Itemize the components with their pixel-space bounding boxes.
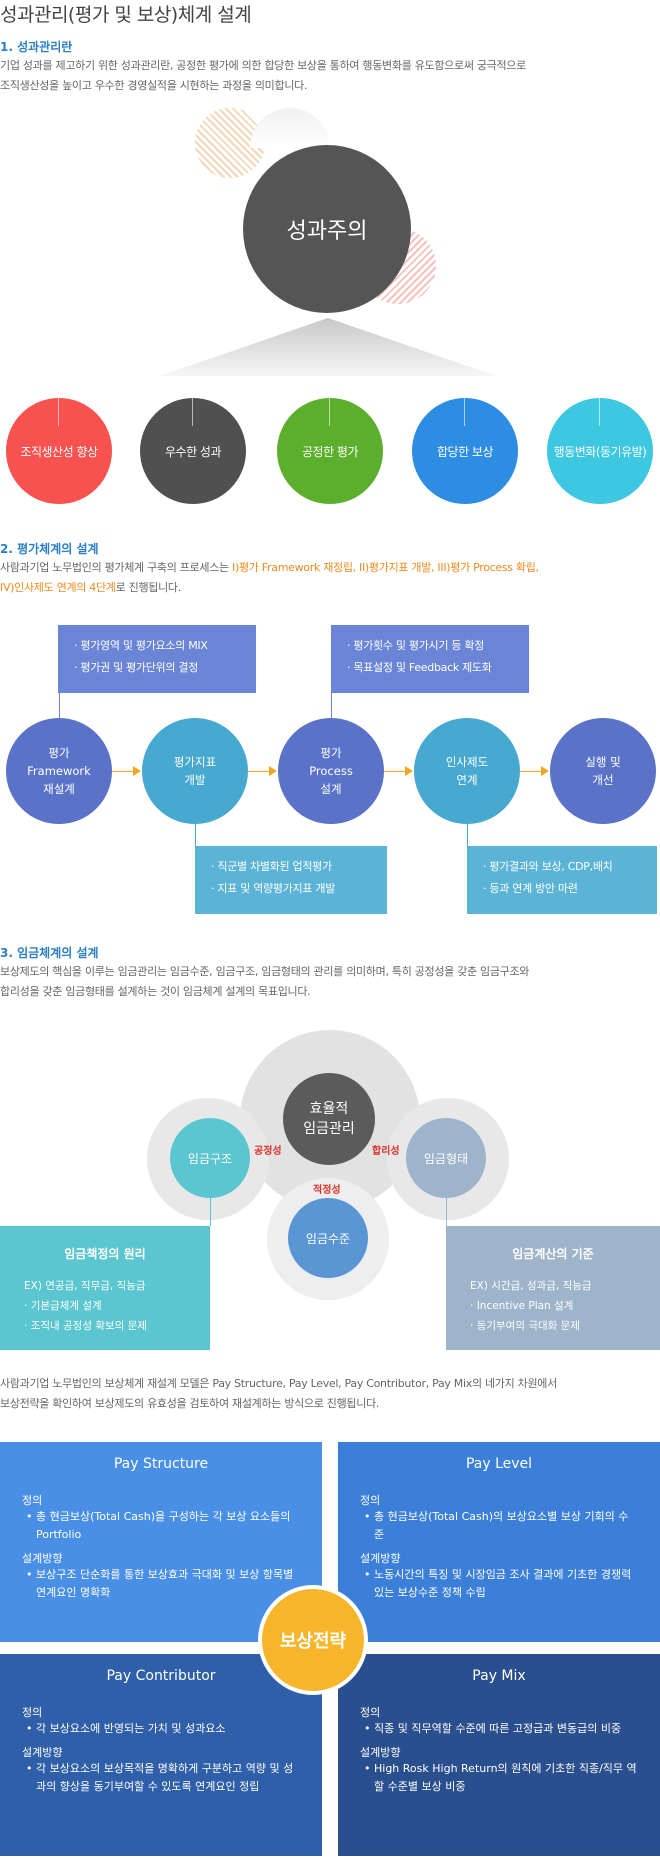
tag-rationality: 합리성 xyxy=(372,1146,400,1157)
wage-principle-example: EX) 연공급, 직무급, 직능급 xyxy=(24,1280,146,1292)
section2-desc-highlight2: IV)인사제도 연계의 4단계 xyxy=(0,581,116,594)
section4-desc: 사람과기업 노무법인의 보상체계 재설계 모델은 Pay Structure, … xyxy=(0,1374,660,1414)
connector-line xyxy=(59,693,60,721)
process-box-process: 평가횟수 및 평가시기 등 확정목표설정 및 Feedback 제도화 xyxy=(331,625,529,693)
page-title: 성과관리(평가 및 보상)체계 설계 xyxy=(0,4,252,26)
process-step-framework: 평가 Framework 재설계 xyxy=(6,718,112,824)
circle-guide-line xyxy=(464,392,465,426)
wage-principle-box: 임금책정의 원리 EX) 연공급, 직무급, 직능급 · 기본급체계 설계 · … xyxy=(0,1226,210,1350)
pay-mix-definition: 직종 및 직무역할 수준에 따른 고정급과 변동급의 비중 xyxy=(360,1720,638,1738)
section2-desc-prefix: 사람과기업 노무법인의 평가체계 구축의 프로세스는 xyxy=(0,561,233,574)
wage-calculation-example: EX) 시간급, 성과급, 직능급 xyxy=(470,1280,592,1292)
process-box-indicator: 직군별 차별화된 업적평가지표 및 역량평가지표 개발 xyxy=(195,846,387,914)
value-circle-fair-evaluation: 공정한 평가 xyxy=(277,392,383,504)
wage-calculation-item: · Incentive Plan 설계 xyxy=(470,1300,574,1312)
connector-line xyxy=(210,1198,211,1226)
pay-contributor-title: Pay Contributor xyxy=(106,1668,216,1684)
section3-title: 3. 임금체계의 설계 xyxy=(0,946,99,960)
pay-structure-title: Pay Structure xyxy=(113,1456,209,1472)
wage-principle-item: · 조직내 공정성 확보의 문제 xyxy=(24,1320,147,1332)
section3-desc-line1: 보상제도의 핵심을 이루는 임금관리는 임금수준, 임금구조, 임금형태의 관리… xyxy=(0,965,530,978)
process-arrow-icon xyxy=(269,766,277,776)
direction-label: 설계방향 xyxy=(22,1552,63,1565)
process-arrow-icon xyxy=(133,766,141,776)
connector-line xyxy=(331,693,332,721)
section2-desc: 사람과기업 노무법인의 평가체계 구축의 프로세스는 I)평가 Framewor… xyxy=(0,558,660,598)
wage-level-circle: 임금수준 xyxy=(288,1198,368,1278)
connector-line xyxy=(446,1198,447,1226)
pay-mix-direction: High Rosk High Return의 원칙에 기초한 직종/직무 역할 … xyxy=(360,1760,638,1796)
process-step-implementation: 실행 및 개선 xyxy=(550,718,656,824)
reward-strategy-circle: 보상전략 xyxy=(258,1585,368,1695)
value-circle-appropriate-reward: 합당한 보상 xyxy=(412,392,518,504)
process-step-indicator: 평가지표 개발 xyxy=(142,718,248,824)
wage-structure-circle: 임금구조 xyxy=(170,1118,250,1198)
pay-structure-box: Pay Structure 정의 총 현금보상(Total Cash)을 구성하… xyxy=(0,1442,322,1642)
circle-guide-line xyxy=(329,392,330,426)
value-circle-excellent-performance: 우수한 성과 xyxy=(140,392,246,504)
process-arrow-icon xyxy=(541,766,549,776)
section3-desc: 보상제도의 핵심을 이루는 임금관리는 임금수준, 임금구조, 임금형태의 관리… xyxy=(0,962,660,1002)
section2-desc-highlight1: I)평가 Framework 재정립, II)평가지표 개발, III)평가 P… xyxy=(232,561,539,574)
direction-label: 설계방향 xyxy=(360,1746,401,1759)
circle-guide-line xyxy=(599,392,600,426)
tag-adequacy: 적정성 xyxy=(313,1185,341,1196)
wage-form-circle: 임금형태 xyxy=(406,1118,486,1198)
connector-line xyxy=(467,824,468,846)
process-step-process: 평가 Process 설계 xyxy=(278,718,384,824)
process-box-hr-link: 평가결과와 보상, CDP,배치등과 연계 방안 마련 xyxy=(467,846,657,914)
value-circle-behavior-change: 행동변화(동기유발) xyxy=(547,392,653,504)
circle-guide-line xyxy=(58,392,59,426)
decor-shadow xyxy=(250,108,330,148)
pay-level-direction: 노동시간의 특징 및 시장임금 조사 결과에 기초한 경쟁력있는 보상수준 정책… xyxy=(360,1566,638,1602)
section1-desc: 기업 성과를 제고하기 위한 성과관리란, 공정한 평가에 의한 합당한 보상을… xyxy=(0,56,660,96)
wage-principle-item: · 기본급체계 설계 xyxy=(24,1300,102,1312)
pay-structure-direction: 보상구조 단순화를 통한 보상효과 극대화 및 보상 항목별 연계요인 명확화 xyxy=(22,1566,300,1602)
circle-guide-line xyxy=(192,392,193,426)
pay-structure-definition: 총 현금보상(Total Cash)을 구성하는 각 보상 요소들의 Portf… xyxy=(22,1508,300,1544)
pay-contributor-direction: 각 보상요소의 보상목적을 명확하게 구분하고 역량 및 성과의 향상을 동기부… xyxy=(22,1760,300,1796)
definition-label: 정의 xyxy=(360,1706,381,1719)
process-arrow-line xyxy=(520,771,542,772)
definition-label: 정의 xyxy=(22,1706,43,1719)
section4-desc-line2: 보상전략을 확인하여 보상제도의 유효성을 검토하여 재설계하는 방식으로 진행… xyxy=(0,1397,380,1410)
process-arrow-line xyxy=(248,771,270,772)
definition-label: 정의 xyxy=(360,1494,381,1507)
section1-desc-line2: 조직생산성을 높이고 우수한 경영실적을 시현하는 과정을 의미합니다. xyxy=(0,79,308,92)
wage-calculation-title: 임금계산의 기준 xyxy=(512,1247,594,1261)
process-arrow-line xyxy=(384,771,406,772)
wage-calculation-box: 임금계산의 기준 EX) 시간급, 성과급, 직능급 · Incentive P… xyxy=(446,1226,660,1350)
pay-level-title: Pay Level xyxy=(465,1456,533,1472)
wage-calculation-item: · 동기부여의 극대화 문제 xyxy=(470,1320,580,1332)
tag-fairness: 공정성 xyxy=(254,1146,282,1157)
wage-center-circle: 효율적 임금관리 xyxy=(283,1073,375,1165)
definition-label: 정의 xyxy=(22,1494,43,1507)
pay-contributor-definition: 각 보상요소에 반영되는 가치 및 성과요소 xyxy=(22,1720,300,1738)
pay-mix-box: Pay Mix 정의 직종 및 직무역할 수준에 따른 고정급과 변동급의 비중… xyxy=(338,1654,660,1856)
pay-level-box: Pay Level 정의 총 현금보상(Total Cash)의 보상요소별 보… xyxy=(338,1442,660,1642)
direction-label: 설계방향 xyxy=(22,1746,63,1759)
process-arrow-line xyxy=(112,771,134,772)
section2-desc-suffix: 로 진행됩니다. xyxy=(115,581,182,594)
funnel-shadow xyxy=(160,318,496,376)
center-circle-performance: 성과주의 xyxy=(243,145,411,313)
connector-line xyxy=(195,824,196,846)
section4-desc-line1: 사람과기업 노무법인의 보상체계 재설계 모델은 Pay Structure, … xyxy=(0,1377,557,1390)
wage-principle-title: 임금책정의 원리 xyxy=(64,1247,146,1261)
section1-desc-line1: 기업 성과를 제고하기 위한 성과관리란, 공정한 평가에 의한 합당한 보상을… xyxy=(0,59,526,72)
pay-level-definition: 총 현금보상(Total Cash)의 보상요소별 보상 기회의 수준 xyxy=(360,1508,638,1544)
section3-desc-line2: 합리성을 갖춘 임금형태를 설계하는 것이 임금체계 설계의 목표입니다. xyxy=(0,985,311,998)
section1-title: 1. 성과관리란 xyxy=(0,40,73,54)
section2-title: 2. 평가체계의 설계 xyxy=(0,542,99,556)
process-step-hr-link: 인사제도 연계 xyxy=(414,718,520,824)
pay-contributor-box: Pay Contributor 정의 각 보상요소에 반영되는 가치 및 성과요… xyxy=(0,1654,322,1856)
process-box-framework: 평가영역 및 평가요소의 MIX평가권 및 평가단위의 결정 xyxy=(58,625,256,693)
process-arrow-icon xyxy=(405,766,413,776)
value-circle-productivity: 조직생산성 향상 xyxy=(6,392,112,504)
pay-mix-title: Pay Mix xyxy=(472,1668,526,1684)
direction-label: 설계방향 xyxy=(360,1552,401,1565)
